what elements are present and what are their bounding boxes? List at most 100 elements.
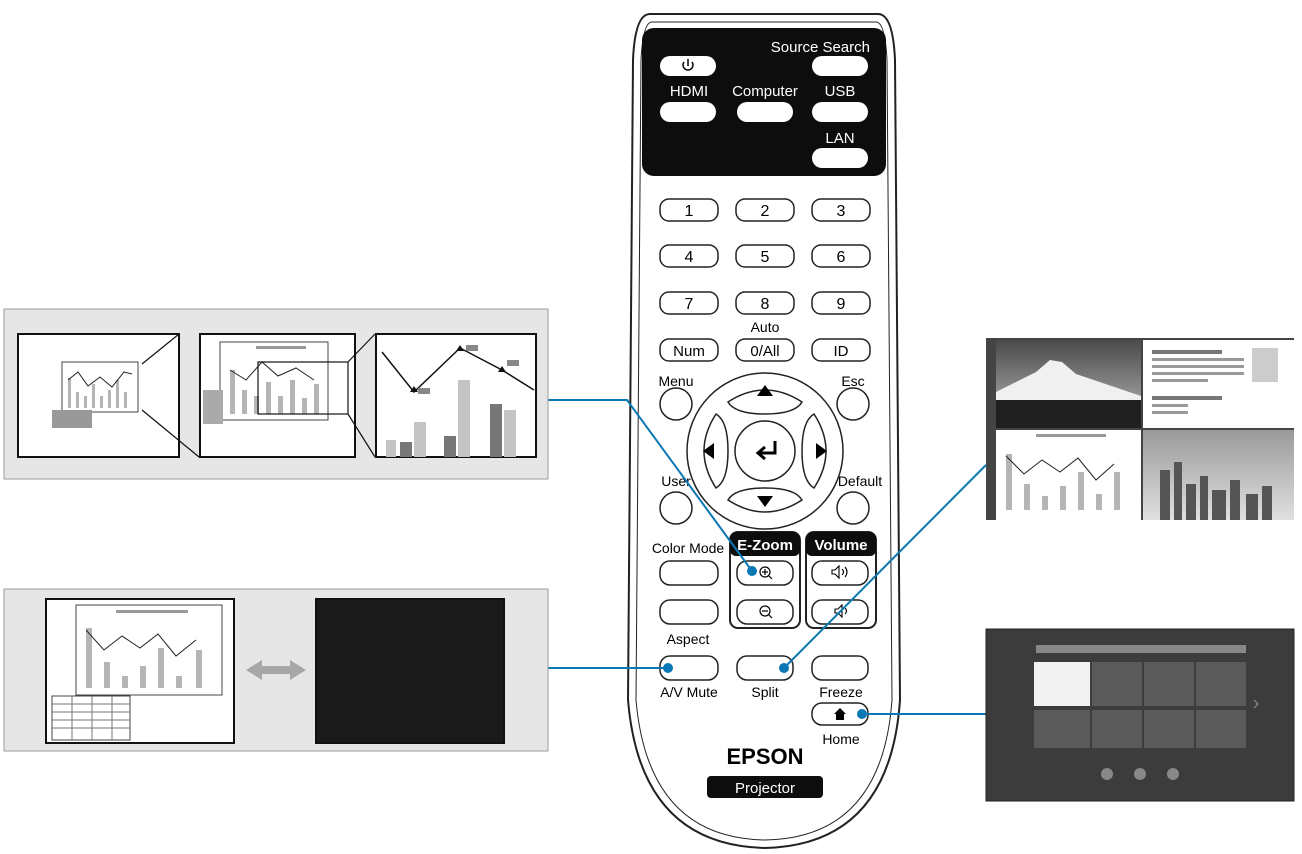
zoom-guide-2b xyxy=(347,413,376,458)
source-search-button[interactable] xyxy=(812,56,868,76)
key-3[interactable] xyxy=(811,198,871,222)
projector-badge xyxy=(707,776,823,798)
home-bottom-icon-3 xyxy=(1167,768,1179,780)
key-6[interactable] xyxy=(811,244,871,268)
zoomed-label-2 xyxy=(466,345,478,351)
id-label: ID xyxy=(834,343,849,360)
mini-title-3 xyxy=(116,610,188,613)
esc-button[interactable] xyxy=(836,387,870,421)
zoomed-label-1 xyxy=(418,388,430,394)
av-mute-label: A/V Mute xyxy=(660,684,718,700)
split-leader-line xyxy=(783,464,987,669)
home-tile-3 xyxy=(1144,662,1194,706)
mountain-foreground xyxy=(996,400,1141,428)
hdmi-button[interactable] xyxy=(660,102,716,122)
down-arrow-icon xyxy=(757,496,773,507)
zoomed-bars xyxy=(386,380,516,457)
key-1[interactable] xyxy=(659,198,719,222)
mini-chart-2 xyxy=(219,341,329,421)
default-button[interactable] xyxy=(836,491,870,525)
volume-up-button[interactable] xyxy=(811,560,869,586)
home-illustration xyxy=(985,628,1295,802)
home-icon xyxy=(834,708,846,720)
user-button[interactable] xyxy=(659,491,693,525)
zoomed-marker-2 xyxy=(456,345,464,351)
ezoom-group: E-Zoom xyxy=(729,531,801,629)
ezoom-leader-line xyxy=(547,399,753,572)
computer-button[interactable] xyxy=(737,102,793,122)
usb-label: USB xyxy=(825,83,856,100)
volume-group: Volume xyxy=(805,531,877,629)
volume-up-icon xyxy=(831,564,848,580)
menu-button[interactable] xyxy=(659,387,693,421)
key-7-label: 7 xyxy=(685,296,694,313)
right-button[interactable] xyxy=(801,412,827,490)
color-mode-label: Color Mode xyxy=(652,540,725,556)
key-4[interactable] xyxy=(659,244,719,268)
toggle-arrow-icon xyxy=(246,660,306,680)
mini-bars-3 xyxy=(86,628,202,688)
key-2[interactable] xyxy=(735,198,795,222)
volume-label: Volume xyxy=(814,537,867,554)
zoomed-marker-1 xyxy=(410,386,418,392)
split-button[interactable] xyxy=(736,655,794,681)
left-arrow-icon xyxy=(703,443,714,459)
home-bottom-icon-1 xyxy=(1101,768,1113,780)
freeze-button[interactable] xyxy=(811,655,869,681)
zoomed-label-3 xyxy=(507,360,519,366)
ezoom-illustration xyxy=(3,308,549,480)
mini-table-2 xyxy=(203,390,223,424)
up-button[interactable] xyxy=(726,389,804,415)
avmute-illustration xyxy=(3,588,549,752)
mini-bars-2 xyxy=(230,370,319,414)
esc-label: Esc xyxy=(841,373,864,389)
zoomed-marker-3 xyxy=(498,366,506,372)
ezoom-out-button[interactable] xyxy=(736,599,794,625)
zero-all-button[interactable] xyxy=(735,338,795,362)
left-button[interactable] xyxy=(703,412,729,490)
home-tile-2 xyxy=(1092,662,1142,706)
volume-down-icon xyxy=(834,603,848,619)
computer-label: Computer xyxy=(732,83,798,100)
key-5[interactable] xyxy=(735,244,795,268)
mini-line-3 xyxy=(85,629,197,657)
lan-label: LAN xyxy=(825,130,854,147)
mini-table-3 xyxy=(51,695,131,741)
key-9[interactable] xyxy=(811,291,871,315)
home-tile-4 xyxy=(1196,662,1246,706)
key-3-label: 3 xyxy=(837,203,846,220)
key-8[interactable] xyxy=(735,291,795,315)
enter-icon xyxy=(755,441,777,461)
zoom-guide-1b xyxy=(141,409,200,458)
enter-button[interactable] xyxy=(734,420,796,482)
split-chart-bars xyxy=(1006,454,1120,510)
home-bottom-icon-2 xyxy=(1134,768,1146,780)
mini-table-lines-3 xyxy=(52,696,130,740)
usb-button[interactable] xyxy=(812,102,868,122)
ezoom-leader-dot xyxy=(747,566,757,576)
hdmi-label: HDMI xyxy=(670,83,708,100)
default-label: Default xyxy=(838,473,882,489)
aspect-label: Aspect xyxy=(667,631,710,647)
zoom-in-icon xyxy=(759,566,773,580)
split-label: Split xyxy=(751,684,778,700)
home-topbar xyxy=(1036,645,1246,653)
key-6-label: 6 xyxy=(837,249,846,266)
projector-label: Projector xyxy=(735,780,795,797)
key-4-label: 4 xyxy=(685,249,694,266)
num-button[interactable] xyxy=(659,338,719,362)
city-buildings xyxy=(1160,462,1272,520)
aspect-button[interactable] xyxy=(659,599,719,625)
split-chart-title xyxy=(1036,434,1106,437)
home-tile-6 xyxy=(1092,710,1142,748)
color-mode-button[interactable] xyxy=(659,560,719,586)
key-2-label: 2 xyxy=(761,203,770,220)
key-8-label: 8 xyxy=(761,296,770,313)
id-button[interactable] xyxy=(811,338,871,362)
leader-lines xyxy=(547,399,987,719)
mini-line-2 xyxy=(229,361,315,381)
mini-line-1 xyxy=(67,371,133,388)
lan-button[interactable] xyxy=(812,148,868,168)
key-7[interactable] xyxy=(659,291,719,315)
